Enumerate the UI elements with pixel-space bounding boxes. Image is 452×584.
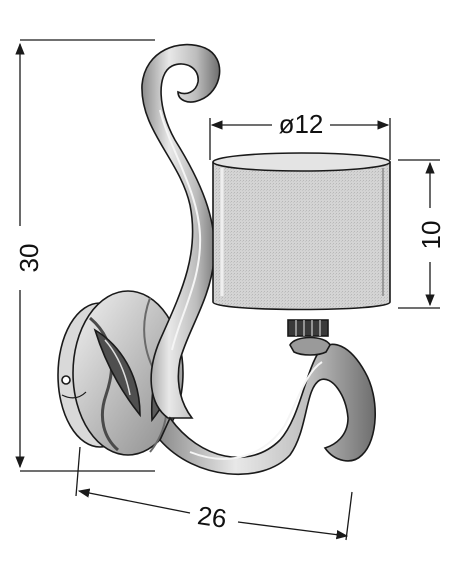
- backplate-reflection: [89, 316, 120, 452]
- arm-highlight-upper: [159, 109, 202, 351]
- width-arrow-left: [77, 488, 191, 514]
- lamp-holder: [287, 319, 331, 356]
- mounting-screw: [61, 375, 71, 385]
- holder-cup: [289, 336, 331, 356]
- curved-arm: [141, 43, 376, 475]
- width-extension-left: [75, 446, 81, 497]
- shade-height-label: 10: [416, 221, 446, 250]
- crystal-highlight-left: [104, 339, 131, 396]
- shade-top-rim: [212, 152, 391, 172]
- width-arrow-right: [237, 521, 349, 540]
- height-label: 30: [14, 244, 44, 273]
- crystal-leaf-left: [93, 328, 141, 418]
- diameter-label: ø12: [279, 109, 324, 139]
- width-label: 26: [196, 500, 229, 534]
- arm-highlight-lower: [189, 361, 323, 460]
- height-dimension: 30: [14, 39, 155, 472]
- shade-height-dimension: 10: [398, 159, 446, 309]
- arm-lower-sweep: [159, 343, 376, 475]
- width-extension-right: [345, 491, 353, 541]
- shade-diameter-dimension: ø12: [209, 109, 391, 160]
- shade-body: [212, 153, 391, 311]
- bulb-socket: [287, 319, 329, 337]
- mounting-screw-shadow: [61, 391, 87, 399]
- width-dimension: 26: [75, 446, 353, 541]
- lamp-shade: [212, 152, 391, 311]
